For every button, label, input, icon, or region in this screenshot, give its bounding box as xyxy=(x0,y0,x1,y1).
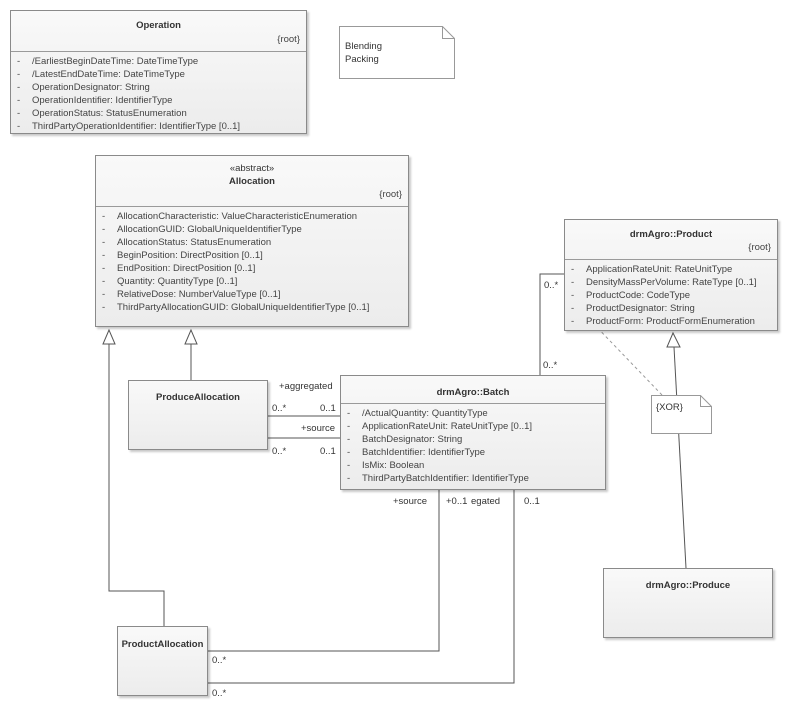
attribute: -AllocationCharacteristic: ValueCharacte… xyxy=(102,211,358,222)
mult-batch-product: 0..* xyxy=(543,360,558,371)
role-aggregated: +aggregated xyxy=(279,381,333,392)
compartment-separator xyxy=(341,403,605,404)
mult-product-allocation-aggregated: 0..* xyxy=(212,688,227,699)
attribute: -BatchDesignator: String xyxy=(347,434,463,445)
attribute: -BeginPosition: DirectPosition [0..1] xyxy=(102,250,263,261)
association-batch-productallocation-source xyxy=(208,490,440,652)
class-name: drmAgro::Product xyxy=(629,229,713,240)
class-name: ProduceAllocation xyxy=(156,392,240,403)
mult-produce-alloc-source: 0..* xyxy=(272,446,287,457)
attribute-list: -/EarliestBeginDateTime: DateTimeType -/… xyxy=(11,55,306,133)
mult-aggregated-bottom: 0..1 xyxy=(524,496,540,507)
role-aggregated-bottom: egated xyxy=(471,496,501,507)
note-line: Blending xyxy=(345,41,382,52)
produce-allocation-class[interactable]: ProduceAllocation xyxy=(128,380,268,450)
attribute: -/ActualQuantity: QuantityType xyxy=(347,408,488,419)
allocation-class[interactable]: «abstract» Allocation {root} -Allocation… xyxy=(95,155,409,327)
produce-class[interactable]: drmAgro::Produce xyxy=(603,568,773,638)
compartment-separator xyxy=(11,51,306,52)
class-name: Operation xyxy=(136,20,181,31)
attribute: -ProductCode: CodeType xyxy=(571,290,691,301)
attribute: -BatchIdentifier: IdentifierType xyxy=(347,447,486,458)
attribute: -EndPosition: DirectPosition [0..1] xyxy=(102,263,256,274)
attribute: -ProductForm: ProductFormEnumeration xyxy=(571,316,755,327)
attribute: -/LatestEndDateTime: DateTimeType xyxy=(17,69,185,80)
product-class[interactable]: drmAgro::Product {root} -ApplicationRate… xyxy=(564,219,778,331)
class-name: Allocation xyxy=(229,176,275,187)
class-stereotype: «abstract» xyxy=(229,163,275,174)
attribute: -DensityMassPerVolume: RateType [0..1] xyxy=(571,277,757,288)
batch-class[interactable]: drmAgro::Batch -/ActualQuantity: Quantit… xyxy=(340,375,606,490)
attribute: -RelativeDose: NumberValueType [0..1] xyxy=(102,289,281,300)
attribute: -ThirdPartyBatchIdentifier: IdentifierTy… xyxy=(347,473,529,484)
attribute: -Quantity: QuantityType [0..1] xyxy=(102,276,238,287)
class-name: drmAgro::Batch xyxy=(436,387,510,398)
attribute-list: -ApplicationRateUnit: RateUnitType -Dens… xyxy=(565,263,777,328)
attribute: -OperationIdentifier: IdentifierType xyxy=(17,95,173,106)
attribute-list: -/ActualQuantity: QuantityType -Applicat… xyxy=(341,407,605,485)
class-name: ProductAllocation xyxy=(121,639,204,650)
role-source-bottom: +source xyxy=(393,496,428,507)
mult-source-bottom: +0..1 xyxy=(446,496,468,507)
generalization-arrow-produce-allocation xyxy=(184,328,198,345)
attribute: -ThirdPartyOperationIdentifier: Identifi… xyxy=(17,121,241,132)
mult-product-allocation-source: 0..* xyxy=(212,655,227,666)
xor-text: {XOR} xyxy=(656,402,683,413)
class-name: drmAgro::Produce xyxy=(645,580,731,591)
xor-note[interactable]: {XOR} xyxy=(651,395,712,434)
note-outline xyxy=(339,26,455,79)
generalization-arrow-produce xyxy=(666,331,681,348)
class-tag: {root} xyxy=(277,34,300,45)
compartment-separator xyxy=(565,259,777,260)
attribute: -/EarliestBeginDateTime: DateTimeType xyxy=(17,56,199,67)
mult-product-end: 0..* xyxy=(544,280,559,291)
operation-types-note[interactable]: Blending Packing xyxy=(339,26,455,79)
note-line: Packing xyxy=(345,54,379,65)
attribute: -ThirdPartyAllocationGUID: GlobalUniqueI… xyxy=(102,302,370,313)
attribute: -IsMix: Boolean xyxy=(347,460,425,471)
mult-produce-alloc-aggregated: 0..* xyxy=(272,403,287,414)
attribute: -OperationStatus: StatusEnumeration xyxy=(17,108,187,119)
attribute: -ApplicationRateUnit: RateUnitType xyxy=(571,264,733,275)
product-allocation-class[interactable]: ProductAllocation xyxy=(117,626,208,696)
attribute: -ProductDesignator: String xyxy=(571,303,695,314)
class-tag: {root} xyxy=(379,189,402,200)
generalization-arrow-product-allocation xyxy=(102,328,116,345)
operation-class[interactable]: Operation {root} -/EarliestBeginDateTime… xyxy=(10,10,307,134)
attribute: -ApplicationRateUnit: RateUnitType [0..1… xyxy=(347,421,533,432)
attribute: -AllocationGUID: GlobalUniqueIdentifierT… xyxy=(102,224,302,235)
compartment-separator xyxy=(96,206,408,207)
mult-batch-source: 0..1 xyxy=(320,446,336,457)
attribute-list: -AllocationCharacteristic: ValueCharacte… xyxy=(96,210,408,314)
attribute: -AllocationStatus: StatusEnumeration xyxy=(102,237,272,248)
association-batch-productallocation-aggregated xyxy=(208,490,515,684)
role-source: +source xyxy=(301,423,336,434)
note-outline xyxy=(651,395,712,434)
generalization-produce xyxy=(673,346,687,569)
class-tag: {root} xyxy=(748,242,771,253)
attribute: -OperationDesignator: String xyxy=(17,82,150,93)
mult-batch-aggregated: 0..1 xyxy=(320,403,336,414)
